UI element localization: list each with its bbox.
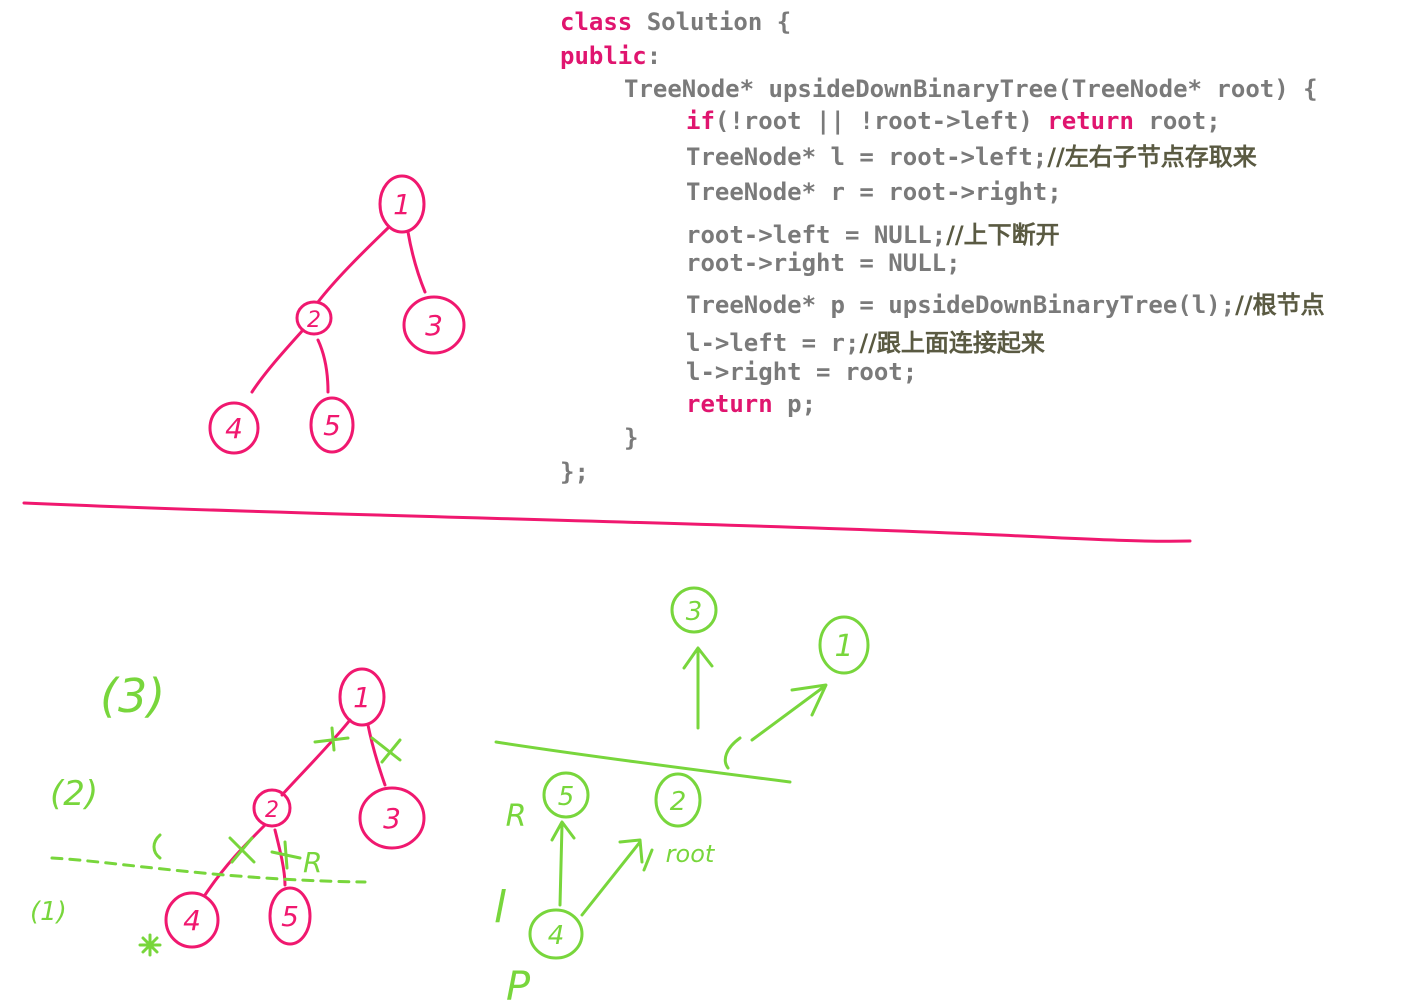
- br-node-3: [670, 586, 718, 634]
- top-node-1: [378, 174, 426, 234]
- code-line-10: l->left = r;//跟上面连接起来: [686, 329, 1045, 357]
- top-tree: [208, 174, 466, 455]
- cut-mark-2: [370, 736, 402, 764]
- br-arrow-diag: [750, 683, 828, 742]
- section-divider: [22, 501, 1192, 543]
- code-line-4: if(!root || !root->left) return root;: [686, 107, 1221, 135]
- edge-2-4: [250, 328, 305, 394]
- bl-tree-labels: 1 2 3 4 5: [183, 681, 401, 937]
- br-node-2: [654, 772, 702, 828]
- top-node-3: [402, 295, 466, 355]
- edge-2-5: [316, 338, 330, 394]
- top-label-3: 3: [425, 309, 443, 342]
- top-label-5: 5: [323, 409, 341, 442]
- br-node-1: [818, 615, 870, 675]
- edge-1-2: [316, 226, 390, 304]
- top-label-2: 2: [307, 308, 321, 333]
- step-2-label: (2): [50, 774, 98, 814]
- bl-label-4: 4: [183, 904, 201, 937]
- br-label-1: 1: [834, 629, 853, 664]
- edge-1-3: [406, 230, 427, 294]
- top-node-4: [208, 401, 260, 455]
- br-root-label: root: [666, 840, 716, 868]
- br-node-5: [542, 771, 590, 819]
- bl-node-5: [268, 886, 312, 946]
- step-1-label: (1): [30, 897, 67, 927]
- cut-mark-1: [313, 726, 350, 752]
- br-divider: [494, 740, 792, 784]
- bl-label-1: 1: [353, 681, 371, 714]
- code-line-7: root->left = NULL;//上下断开: [686, 221, 1060, 249]
- code-line-1: class Solution {: [560, 8, 792, 36]
- br-label-3: 3: [686, 597, 703, 627]
- l-mark: [152, 833, 162, 860]
- bl-step-labels: (3) (2) (1) R: [30, 669, 322, 927]
- br-tick: [642, 848, 654, 872]
- bl-label-5: 5: [281, 900, 299, 933]
- bl-r-label: R: [303, 846, 322, 879]
- br-label-2: 2: [670, 787, 687, 817]
- bl-edge-2-5: [273, 828, 287, 887]
- code-line-9: TreeNode* p = upsideDownBinaryTree(l);//…: [686, 291, 1325, 319]
- code-line-14: };: [560, 458, 589, 486]
- br-node-4: [528, 908, 584, 960]
- br-r-label: R: [506, 799, 527, 834]
- br-arrow-up: [682, 646, 714, 730]
- bottom-right-tree: [494, 586, 870, 960]
- step-3-label: (3): [100, 669, 165, 723]
- code-line-13: }: [624, 424, 639, 452]
- bl-label-3: 3: [383, 802, 401, 835]
- top-label-4: 4: [225, 412, 243, 445]
- top-node-2: [295, 300, 333, 336]
- br-l-label: l: [494, 882, 507, 933]
- top-label-1: 1: [393, 188, 411, 221]
- bl-node-4: [164, 891, 220, 949]
- cut-mark-3: [228, 836, 256, 864]
- top-node-5: [309, 396, 355, 454]
- bl-node-3: [358, 786, 426, 850]
- bl-edge-1-3: [366, 723, 387, 787]
- dashed-level: [50, 856, 367, 884]
- bl-edge-1-2: [280, 718, 352, 797]
- code-line-12: return p;: [686, 390, 817, 418]
- bl-label-2: 2: [265, 798, 279, 823]
- top-tree-labels: 1 2 3 4 5: [225, 188, 443, 445]
- code-block: class Solution { public: TreeNode* upsid…: [560, 4, 1420, 494]
- cut-mark-4: [270, 840, 302, 870]
- br-label-4: 4: [548, 921, 565, 951]
- br-p-label: P: [506, 964, 531, 1004]
- br-tree-labels: 3 1 5 2 4 R l P root: [494, 597, 854, 1004]
- br-label-5: 5: [558, 782, 575, 812]
- code-line-11: l->right = root;: [686, 358, 918, 386]
- code-line-3: TreeNode* upsideDownBinaryTree(TreeNode*…: [624, 75, 1318, 103]
- br-l-mark: [723, 736, 742, 770]
- br-arrow-4-5: [550, 820, 576, 907]
- bl-annotations: [50, 726, 402, 957]
- code-line-6: TreeNode* r = root->right;: [686, 178, 1062, 206]
- code-line-5: TreeNode* l = root->left;//左右子节点存取来: [686, 143, 1257, 171]
- star-mark: [138, 933, 162, 957]
- bl-node-2: [252, 788, 292, 828]
- code-line-2: public:: [560, 42, 662, 70]
- br-arrow-4-2: [580, 838, 644, 917]
- code-line-8: root->right = NULL;: [686, 249, 961, 277]
- bottom-left-tree: [164, 667, 426, 949]
- bl-node-1: [338, 667, 386, 727]
